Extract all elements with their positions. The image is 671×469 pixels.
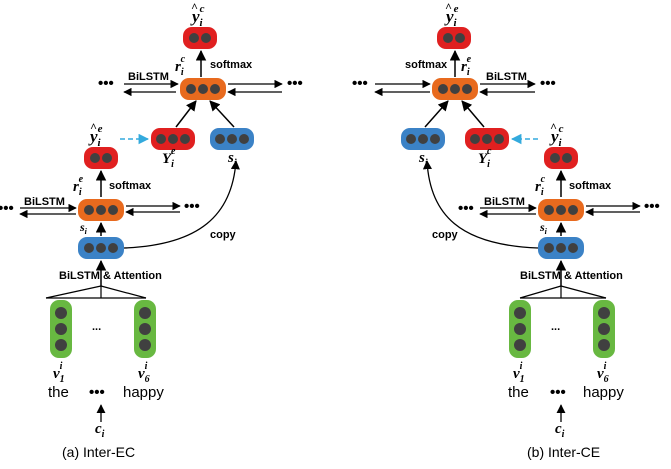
word-last-left: happy: [123, 384, 164, 401]
svg-text:^: ^: [90, 120, 97, 134]
re-label: rie: [73, 174, 84, 198]
ellipsis-mid-left-right: •••: [458, 200, 474, 217]
Ye-label: Yie: [162, 146, 176, 170]
svg-text:^: ^: [445, 0, 452, 14]
clause-feature-copy-node-right: [401, 128, 445, 150]
top-output-node: [183, 27, 217, 49]
emotion-output-node: [84, 147, 118, 169]
ellipsis-top-right-right: •••: [540, 75, 556, 92]
bilstm-label-top: BiLSTM: [128, 71, 169, 83]
clause-feature-copy-node: [210, 128, 254, 150]
svg-text:^: ^: [191, 0, 198, 14]
mid-bilstm-node: [78, 199, 124, 221]
cause-output-node: [544, 147, 578, 169]
bilstm-label-mid-right: BiLSTM: [484, 196, 525, 208]
softmax-label-mid-right: softmax: [569, 180, 612, 192]
row-ellipsis-right: ...: [551, 321, 560, 333]
word-vector-node-first: [50, 300, 72, 358]
bilstm-label-top-right: BiLSTM: [486, 71, 527, 83]
re-label-right: rie: [461, 54, 472, 78]
copy-label-left: copy: [210, 229, 237, 241]
softmax-label-top-right: softmax: [405, 59, 448, 71]
bilstm-label-mid: BiLSTM: [24, 196, 65, 208]
copy-arrow-right: [422, 160, 539, 249]
panel-inter-ce: yie ^ softmax rie BiLSTM ••• ••• si Yic: [352, 0, 660, 460]
svg-text:^: ^: [550, 120, 557, 134]
ellipsis-top-right: •••: [287, 75, 303, 92]
softmax-label-top: softmax: [210, 59, 253, 71]
ellipsis-mid-right-right: •••: [644, 198, 660, 215]
softmax-label-mid: softmax: [109, 180, 152, 192]
row-ellipsis-left: ...: [92, 321, 101, 333]
si-copy-label-right: si: [418, 150, 428, 169]
word-ellipsis-right: •••: [550, 384, 566, 401]
word-vector-node-last-right: [593, 300, 615, 358]
ellipsis-mid-right: •••: [184, 198, 200, 215]
v6-label: v6i: [138, 361, 150, 385]
v1-label-right: v1i: [513, 361, 525, 385]
si-label: si: [79, 220, 88, 236]
bilstm-attention-label-left: BiLSTM & Attention: [59, 270, 162, 282]
top-output-node-right: [437, 27, 471, 49]
cause-prediction-embedding-node: [465, 128, 509, 150]
word-ellipsis-left: •••: [89, 384, 105, 401]
ellipsis-top-left-right: •••: [352, 75, 368, 92]
top-output-label: yic: [190, 3, 205, 29]
clause-label-right: ci: [555, 421, 565, 440]
clause-label-left: ci: [95, 421, 105, 440]
rc-label: ric: [175, 54, 186, 78]
v1-label: v1i: [53, 361, 65, 385]
word-vector-node-last: [134, 300, 156, 358]
word-first-right: the: [508, 384, 529, 401]
v6-label-right: v6i: [597, 361, 609, 385]
copy-arrow-left: [123, 160, 240, 249]
rc-label-right: ric: [535, 174, 546, 198]
panel-inter-ec: yic ^ softmax ric BiLSTM ••• ••• Yie: [0, 0, 303, 460]
top-bilstm-node-right: [432, 78, 478, 100]
clause-feature-node-right: [538, 237, 584, 259]
word-first-left: the: [48, 384, 69, 401]
top-bilstm-node: [180, 78, 226, 100]
emotion-prediction-embedding-node: [151, 128, 195, 150]
ellipsis-mid-left: •••: [0, 200, 14, 217]
word-last-right: happy: [583, 384, 624, 401]
caption-left: (a) Inter-EC: [62, 444, 135, 460]
clause-feature-node: [78, 237, 124, 259]
Yc-label: Yic: [478, 146, 492, 170]
word-vector-node-first-right: [509, 300, 531, 358]
ellipsis-top-left: •••: [98, 75, 114, 92]
mid-bilstm-node-right: [538, 199, 584, 221]
top-output-label-right: yie: [444, 3, 459, 29]
caption-right: (b) Inter-CE: [527, 444, 600, 460]
bilstm-attention-label-right: BiLSTM & Attention: [520, 270, 623, 282]
copy-label-right: copy: [432, 229, 459, 241]
si-label-right: si: [539, 220, 548, 236]
yc-label: yic: [549, 123, 564, 149]
ye-label: yie: [88, 123, 103, 149]
